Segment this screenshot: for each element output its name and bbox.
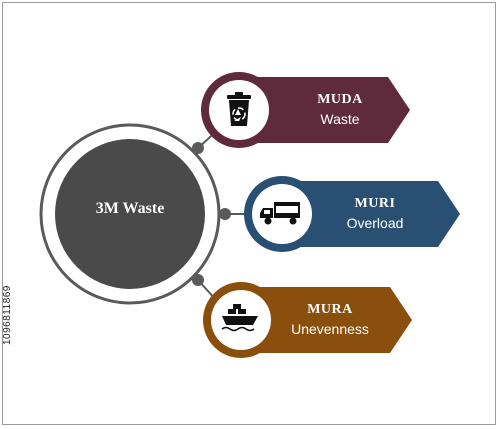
banner-mura-shape [242, 287, 412, 353]
banner-muri-text: MURI Overload [310, 196, 440, 231]
muri-subtitle: Overload [346, 215, 404, 231]
recycle-bin-icon [227, 92, 251, 126]
image-frame [2, 2, 496, 425]
banner-muda [201, 72, 410, 148]
banner-mura [203, 282, 412, 358]
muda-subtitle: Waste [320, 111, 360, 127]
delivery-truck-icon [260, 202, 300, 225]
center-title: 3M Waste [95, 200, 165, 217]
connector-dot-mura [192, 274, 204, 286]
banner-muri-shape [282, 181, 460, 247]
center-circle [55, 139, 205, 289]
muda-title: MUDA [317, 92, 363, 107]
mura-title: MURA [307, 302, 353, 317]
stock-id-label: 1096811869 [2, 285, 13, 345]
banner-mura-text: MURA Unevenness [265, 302, 395, 337]
banner-muda-text: MUDA Waste [275, 92, 405, 127]
connector-dot-muda [192, 142, 204, 154]
connector-dot-muri [219, 208, 231, 220]
banner-muri [244, 176, 460, 252]
muri-title: MURI [354, 196, 396, 211]
banner-muda-shape [240, 77, 410, 143]
cargo-ship-icon [221, 304, 258, 332]
mura-subtitle: Unevenness [291, 321, 369, 337]
